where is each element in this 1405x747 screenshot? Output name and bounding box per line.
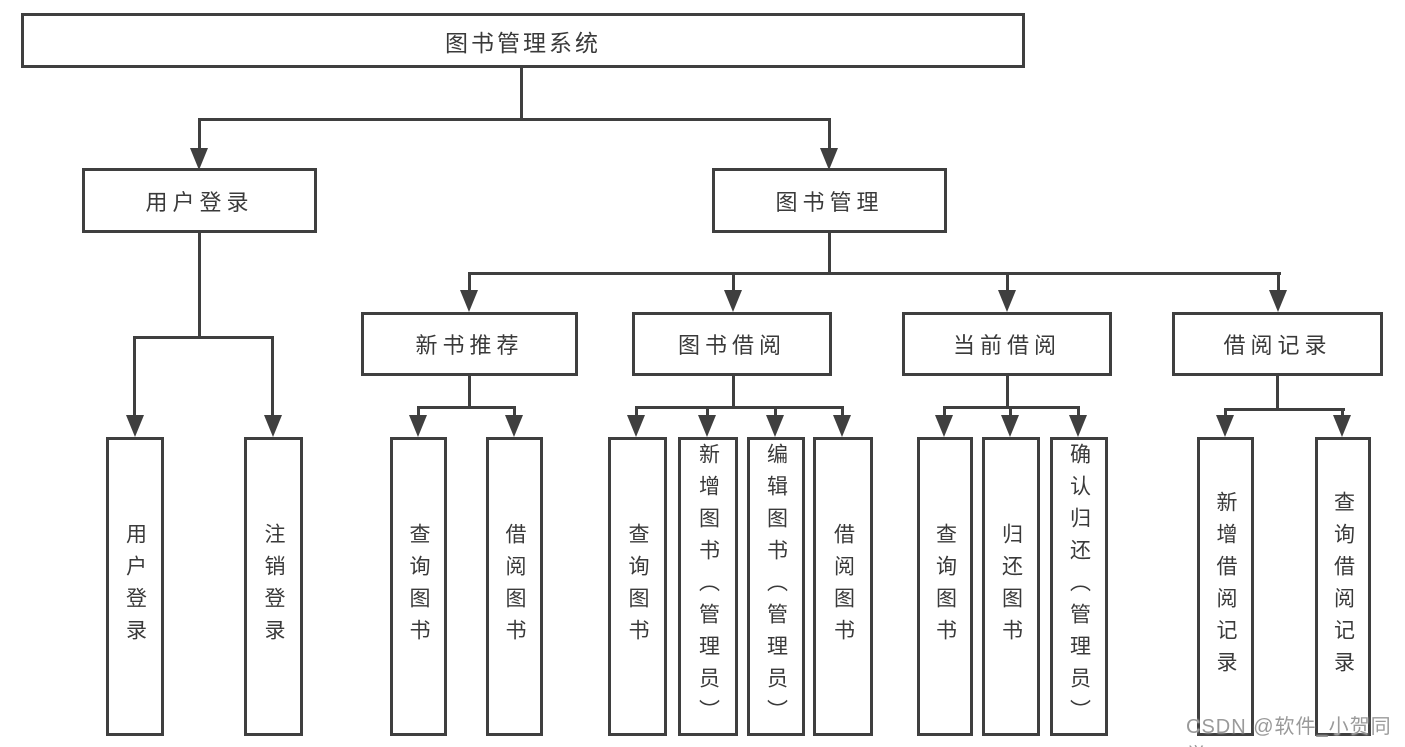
- connector-line: [1277, 272, 1280, 292]
- node-leaf-query-borrow-record: 查询借阅记录: [1315, 437, 1371, 736]
- node-leaf-user-login-label: 用户登录: [123, 522, 147, 651]
- node-leaf-return-book: 归还图书: [982, 437, 1040, 736]
- node-user-login: 用户登录: [82, 168, 317, 233]
- arrowhead-icon: [1333, 415, 1351, 437]
- arrowhead-icon: [190, 148, 208, 170]
- connector-line: [732, 272, 735, 292]
- node-leaf-add-book-admin-label: 新增图书（管理员）: [696, 442, 720, 731]
- connector-line: [271, 336, 274, 417]
- arrowhead-icon: [820, 148, 838, 170]
- node-leaf-query-books-borrowing-label: 查询图书: [626, 522, 649, 651]
- arrowhead-icon: [460, 290, 478, 312]
- connector-line: [468, 376, 471, 408]
- node-book-management: 图书管理: [712, 168, 947, 233]
- node-leaf-edit-book-admin: 编辑图书（管理员）: [747, 437, 805, 736]
- connector-line: [706, 406, 709, 417]
- node-library-management-system: 图书管理系统: [21, 13, 1025, 68]
- node-book-borrowing: 图书借阅: [632, 312, 832, 376]
- arrowhead-icon: [627, 415, 645, 437]
- arrowhead-icon: [1001, 415, 1019, 437]
- connector-line: [1341, 408, 1344, 417]
- node-leaf-borrow-books-borrowing: 借阅图书: [813, 437, 873, 736]
- node-leaf-return-book-label: 归还图书: [999, 522, 1023, 651]
- connector-line: [943, 406, 946, 417]
- connector-line: [198, 118, 201, 150]
- node-book-borrowing-label: 图书借阅: [677, 333, 786, 358]
- connector-line: [1224, 408, 1345, 411]
- node-current-borrowing: 当前借阅: [902, 312, 1112, 376]
- connector-line: [513, 406, 516, 417]
- node-leaf-query-books-borrowing: 查询图书: [608, 437, 667, 736]
- node-leaf-edit-book-admin-label: 编辑图书（管理员）: [764, 442, 788, 731]
- connector-line: [732, 376, 735, 408]
- connector-line: [198, 233, 201, 336]
- connector-line: [828, 233, 831, 274]
- arrowhead-icon: [1269, 290, 1287, 312]
- node-leaf-query-books-current: 查询图书: [917, 437, 973, 736]
- node-leaf-logout-label: 注销登录: [262, 522, 285, 651]
- connector-line: [417, 406, 516, 409]
- node-leaf-user-login: 用户登录: [106, 437, 164, 736]
- arrowhead-icon: [724, 290, 742, 312]
- node-leaf-add-book-admin: 新增图书（管理员）: [678, 437, 738, 736]
- node-current-borrowing-label: 当前借阅: [952, 333, 1061, 358]
- connector-line: [520, 68, 523, 118]
- node-leaf-confirm-return-admin-label: 确认归还（管理员）: [1067, 442, 1091, 731]
- node-borrow-records: 借阅记录: [1172, 312, 1383, 376]
- connector-line: [417, 406, 420, 417]
- connector-line: [1077, 406, 1080, 417]
- node-new-book-recommend: 新书推荐: [361, 312, 578, 376]
- node-leaf-query-books-recommend-label: 查询图书: [407, 522, 430, 651]
- node-library-management-system-label: 图书管理系统: [445, 29, 601, 56]
- arrowhead-icon: [505, 415, 523, 437]
- arrowhead-icon: [998, 290, 1016, 312]
- arrowhead-icon: [264, 415, 282, 437]
- node-user-login-label: 用户登录: [145, 189, 254, 215]
- connector-line: [1006, 272, 1009, 292]
- connector-line: [635, 406, 844, 409]
- arrowhead-icon: [1216, 415, 1234, 437]
- connector-line: [828, 118, 831, 150]
- arrowhead-icon: [935, 415, 953, 437]
- node-leaf-borrow-books-recommend: 借阅图书: [486, 437, 543, 736]
- node-leaf-query-books-current-label: 查询图书: [933, 522, 957, 651]
- arrowhead-icon: [126, 415, 144, 437]
- connector-line: [841, 406, 844, 417]
- node-leaf-logout: 注销登录: [244, 437, 303, 736]
- connector-line: [468, 272, 471, 292]
- connector-line: [774, 406, 777, 417]
- node-leaf-confirm-return-admin: 确认归还（管理员）: [1050, 437, 1108, 736]
- connector-line: [198, 118, 831, 121]
- node-borrow-records-label: 借阅记录: [1223, 333, 1332, 358]
- node-leaf-add-borrow-record: 新增借阅记录: [1197, 437, 1254, 736]
- node-book-management-label: 图书管理: [775, 189, 884, 215]
- node-leaf-add-borrow-record-label: 新增借阅记录: [1214, 490, 1237, 683]
- connector-line: [133, 336, 274, 339]
- arrowhead-icon: [698, 415, 716, 437]
- csdn-watermark: CSDN @软件_小贺同学: [1186, 716, 1392, 747]
- node-leaf-query-borrow-record-label: 查询借阅记录: [1331, 490, 1355, 683]
- node-leaf-query-books-recommend: 查询图书: [390, 437, 447, 736]
- node-leaf-borrow-books-recommend-label: 借阅图书: [503, 522, 526, 651]
- arrowhead-icon: [1069, 415, 1087, 437]
- connector-line: [1009, 406, 1012, 417]
- connector-line: [133, 336, 136, 417]
- node-leaf-borrow-books-borrowing-label: 借阅图书: [831, 522, 855, 651]
- arrowhead-icon: [409, 415, 427, 437]
- arrowhead-icon: [833, 415, 851, 437]
- connector-line: [635, 406, 638, 417]
- connector-line: [1276, 376, 1279, 410]
- connector-line: [468, 272, 1281, 275]
- node-new-book-recommend-label: 新书推荐: [415, 333, 524, 358]
- arrowhead-icon: [766, 415, 784, 437]
- connector-line: [1006, 376, 1009, 408]
- connector-line: [1224, 408, 1227, 417]
